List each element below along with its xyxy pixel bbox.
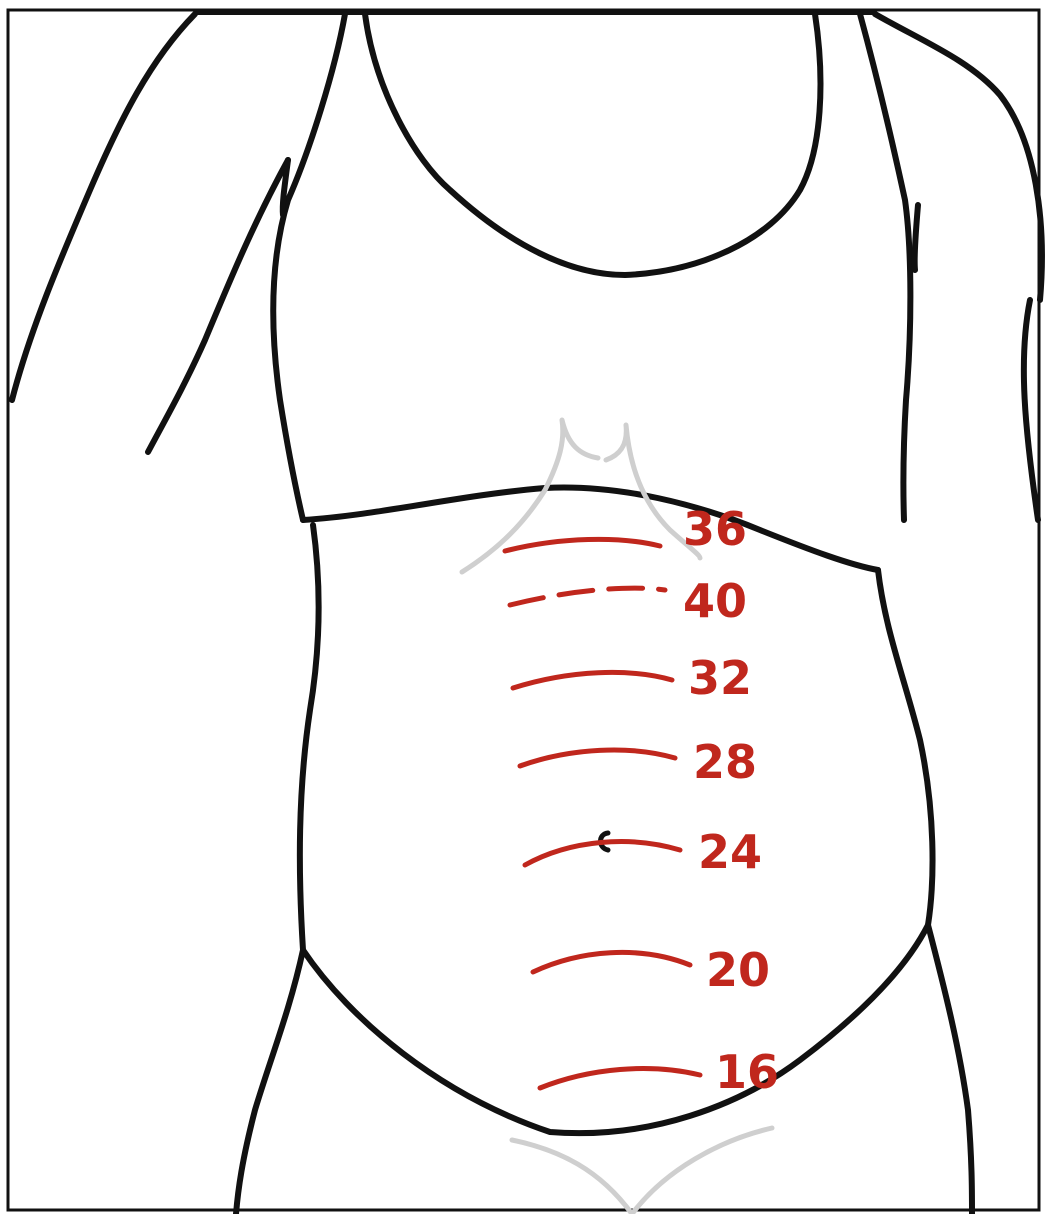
fundal-line-week-40 [510, 588, 665, 605]
week-label-16: 16 [715, 1045, 779, 1099]
week-label-36: 36 [683, 502, 747, 556]
belly-bottom-contour [303, 925, 928, 1133]
fundal-line-week-20 [533, 952, 690, 972]
week-label-28: 28 [693, 735, 757, 789]
right-side-inner [915, 205, 918, 270]
fundal-line-week-28 [520, 750, 675, 766]
chest-band-line [303, 488, 878, 570]
fundal-height-markers [505, 539, 700, 1088]
pubic-symphysis-mark [512, 1128, 772, 1214]
week-label-20: 20 [706, 943, 770, 997]
right-arm-outer [875, 14, 1042, 300]
left-arm-inner [148, 160, 288, 452]
belly-right-contour [878, 570, 933, 925]
fundal-line-week-36 [505, 539, 660, 551]
right-torso-side [860, 14, 910, 520]
week-label-32: 32 [688, 651, 752, 705]
right-arm-inner [1024, 300, 1038, 520]
neckline [365, 14, 820, 275]
left-torso-side [273, 14, 345, 520]
fundal-height-labels: 36 40 32 28 24 20 16 [683, 502, 779, 1099]
week-label-24: 24 [698, 825, 762, 879]
fundal-line-week-16 [540, 1069, 700, 1088]
belly-left-contour [300, 525, 319, 950]
week-label-40: 40 [683, 574, 747, 628]
left-arm-outer [12, 14, 195, 400]
fundal-line-week-32 [513, 672, 672, 688]
left-hip-line [236, 950, 303, 1214]
right-hip-line [928, 925, 972, 1214]
